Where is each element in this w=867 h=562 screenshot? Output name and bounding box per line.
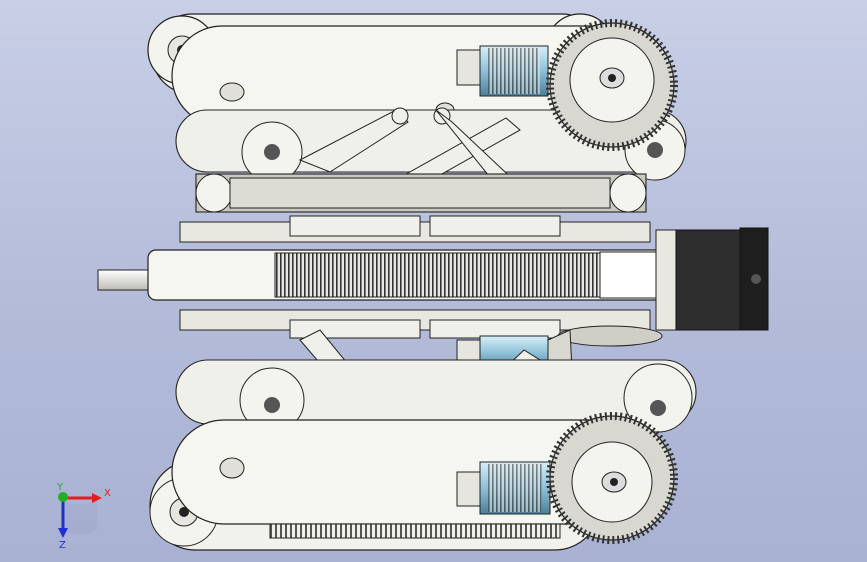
bottom-drive-motor[interactable]: [456, 461, 551, 515]
coordinate-triad: X Y Z: [56, 482, 111, 551]
center-body[interactable]: [97, 215, 769, 347]
upper-scissor-mount: [289, 215, 421, 237]
bottom-bevel-gear[interactable]: [546, 412, 678, 544]
y-axis-label: Y: [56, 482, 64, 493]
bottom-track-module[interactable]: [149, 329, 697, 551]
top-plate-boss: [219, 82, 245, 102]
center-gear-rack: [274, 252, 606, 298]
stepper-motor[interactable]: [655, 227, 769, 331]
center-spur-gear: [557, 325, 663, 347]
top-track-module[interactable]: [147, 13, 687, 213]
bottom-track-belt-teeth: [269, 523, 561, 539]
output-shaft[interactable]: [97, 269, 154, 291]
x-axis-label: X: [104, 488, 111, 499]
top-bevel-gear[interactable]: [546, 19, 678, 151]
top-drive-motor[interactable]: [456, 45, 549, 97]
y-axis-dot: [58, 492, 68, 502]
z-axis-label: Z: [59, 540, 66, 551]
